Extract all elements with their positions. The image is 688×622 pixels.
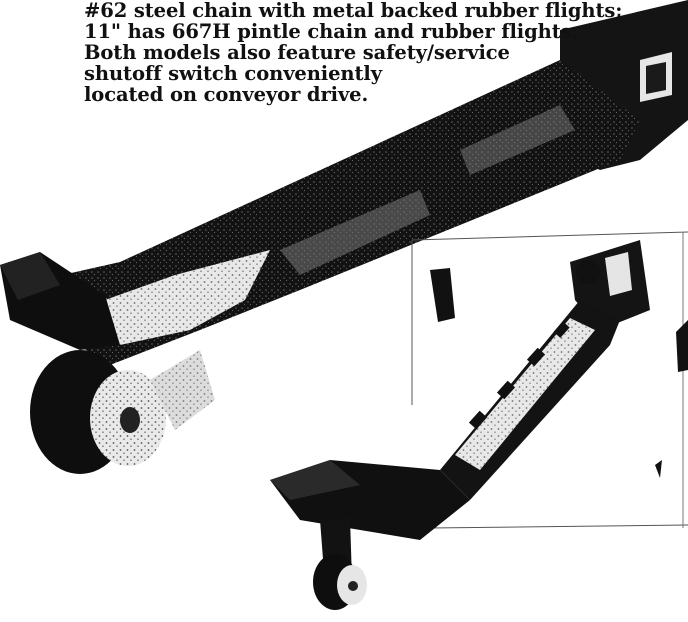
large-conveyor [0, 0, 688, 474]
caption-line-4: shutoff switch conveniently [84, 62, 382, 85]
caption-line-2: 11" has 667H pintle chain and rubber fli… [84, 20, 579, 43]
caption-line-1: #62 steel chain with metal backed rubber… [84, 0, 623, 22]
small-conveyor [270, 240, 688, 610]
caption-text: #62 steel chain with metal backed rubber… [84, 0, 644, 105]
caption-line-5: located on conveyor drive. [84, 83, 369, 106]
caption-line-3: Both models also feature safety/service [84, 41, 510, 64]
inset-photo-frame [411, 231, 688, 529]
